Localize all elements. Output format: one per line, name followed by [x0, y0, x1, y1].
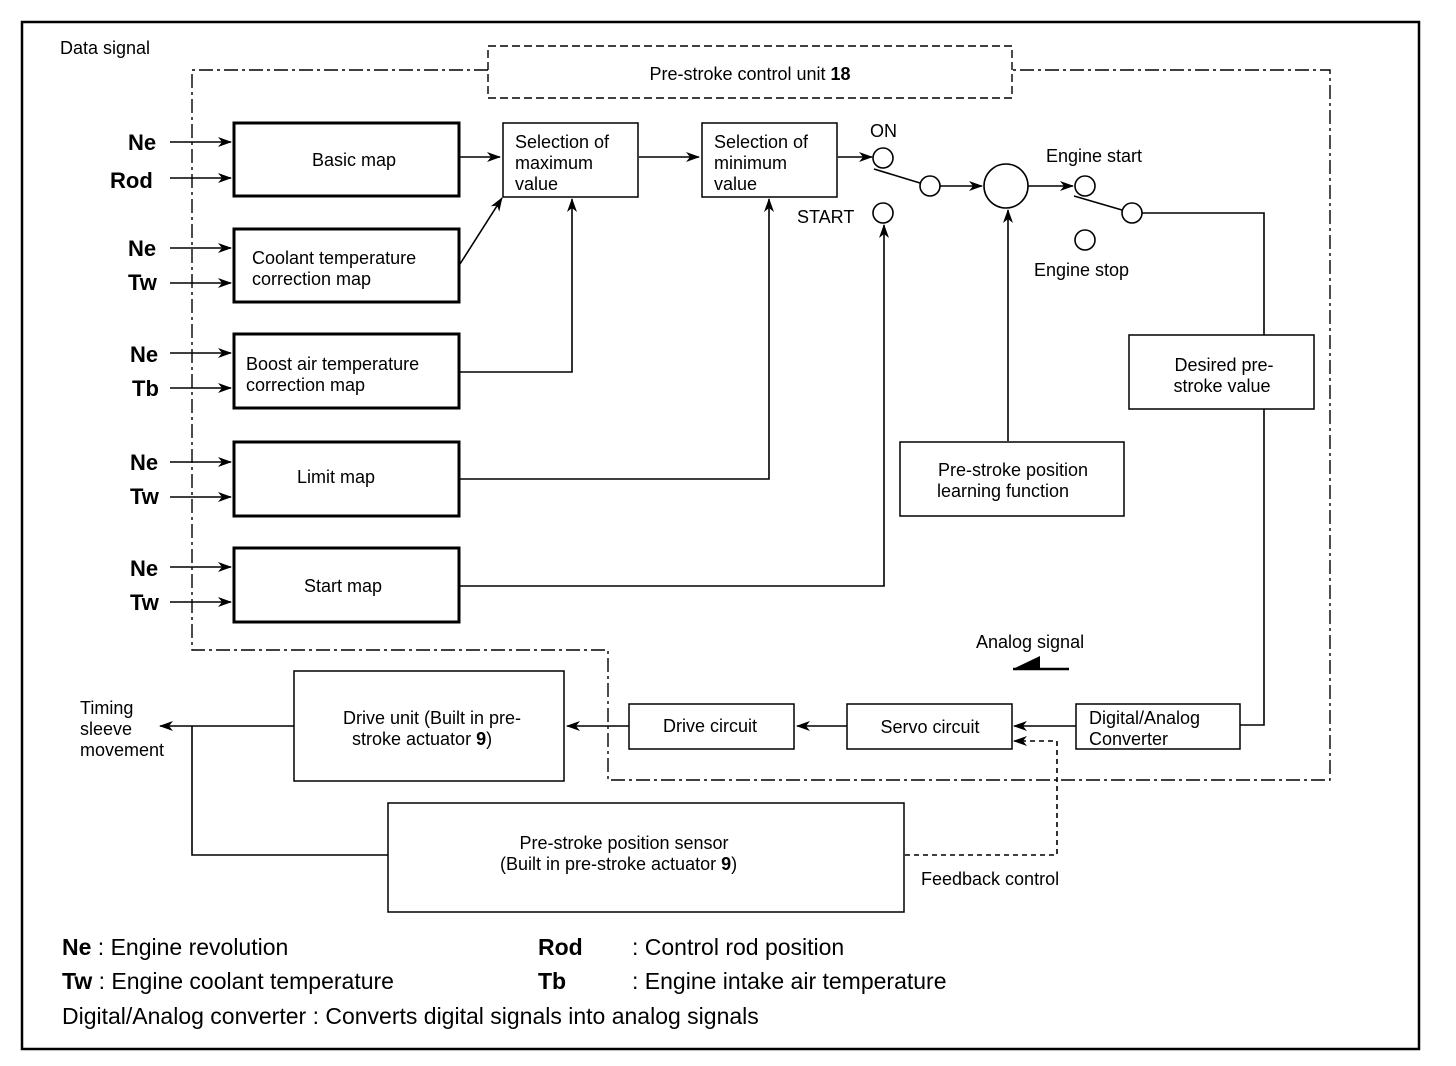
input-ne-boost: Ne: [130, 342, 158, 367]
engine-switch-blade: [1073, 195, 1123, 211]
timing-label-3: movement: [80, 740, 164, 760]
desired-value-label-1: Desired pre-: [1174, 355, 1273, 375]
limit-map-box: [232, 440, 461, 518]
min-select-label-2: minimum: [714, 153, 787, 173]
data-signal-label: Data signal: [60, 38, 150, 58]
timing-label-1: Timing: [80, 698, 133, 718]
input-tw-coolant: Tw: [128, 270, 158, 295]
coolant-map-box: [232, 227, 461, 304]
dac-label-2: Converter: [1089, 729, 1168, 749]
learning-function-label-2: learning function: [937, 481, 1069, 501]
servo-circuit-box: [846, 703, 1013, 750]
learning-function-box: [899, 441, 1125, 517]
min-select-label-3: value: [714, 174, 757, 194]
basic-map-box: [232, 121, 461, 198]
switch-blade: [873, 168, 921, 184]
legend-tw: Tw : Engine coolant temperature: [62, 968, 394, 994]
control-unit-boundary: [191, 69, 1331, 781]
coolant-map-label-1: Coolant temperature: [252, 248, 416, 268]
engine-switch-to-desired-line: [1142, 212, 1265, 335]
limit-map-label: Limit map: [297, 467, 375, 487]
input-ne-coolant: Ne: [128, 236, 156, 261]
switch-on-contact: [872, 147, 894, 169]
max-select-box: [502, 122, 639, 198]
desired-value-label-2: stroke value: [1173, 376, 1270, 396]
legend-rod-desc: : Control rod position: [632, 934, 844, 960]
max-select-label-2: maximum: [515, 153, 593, 173]
basic-map-label: Basic map: [312, 150, 396, 170]
min-select-label-1: Selection of: [714, 132, 809, 152]
sensor-label-1: Pre-stroke position sensor: [519, 833, 728, 853]
switch-start-contact: [872, 202, 894, 224]
map-connections: [459, 152, 889, 587]
dac-label-1: Digital/Analog: [1089, 708, 1200, 728]
start-map-box: [232, 546, 461, 624]
switch-on-label: ON: [870, 121, 897, 141]
input-ne-limit: Ne: [130, 450, 158, 475]
input-ne-start: Ne: [130, 556, 158, 581]
analog-signal-label: Analog signal: [976, 632, 1084, 652]
legend-tb-key: Tb: [538, 968, 566, 994]
engine-switch-pivot: [1121, 202, 1143, 224]
input-tw-limit: Tw: [130, 484, 160, 509]
max-select-label-3: value: [515, 174, 558, 194]
desired-to-dac-line: [1240, 409, 1265, 726]
boost-map-label-2: correction map: [246, 375, 365, 395]
input-tb-boost: Tb: [132, 376, 159, 401]
drive-unit-label-1: Drive unit (Built in pre-: [343, 708, 521, 728]
engine-stop-label: Engine stop: [1034, 260, 1129, 280]
drive-circuit-label: Drive circuit: [663, 716, 757, 736]
feedback-line: [905, 736, 1058, 856]
sensor-label-2: (Built in pre-stroke actuator 9): [500, 854, 737, 874]
boost-map-box: [232, 332, 461, 410]
input-tw-start: Tw: [130, 590, 160, 615]
control-unit-title-box: [487, 45, 1013, 99]
legend-tb-desc: : Engine intake air temperature: [632, 968, 947, 994]
input-arrows: [170, 137, 232, 607]
sensor-box: [387, 802, 905, 913]
boost-map-label-1: Boost air temperature: [246, 354, 419, 374]
timing-label-2: sleeve: [80, 719, 132, 739]
input-rod-basic: Rod: [110, 168, 153, 193]
legend-rod-key: Rod: [538, 934, 583, 960]
drive-circuit-box: [628, 703, 795, 750]
servo-circuit-label: Servo circuit: [880, 717, 979, 737]
outer-frame: [20, 20, 1421, 1051]
coolant-map-label-2: correction map: [252, 269, 371, 289]
engine-start-contact: [1074, 175, 1096, 197]
drive-unit-label-2: stroke actuator 9): [352, 729, 492, 749]
legend-dac: Digital/Analog converter : Converts digi…: [62, 1003, 759, 1029]
engine-start-label: Engine start: [1046, 146, 1142, 166]
analog-signal-arrow-head: [1013, 656, 1040, 669]
legend-ne: Ne : Engine revolution: [62, 934, 288, 960]
switch-pivot: [919, 175, 941, 197]
max-select-label-1: Selection of: [515, 132, 610, 152]
feedback-label: Feedback control: [921, 869, 1059, 889]
sum-junction: [983, 163, 1029, 209]
control-unit-title: Pre-stroke control unit 18: [649, 64, 850, 84]
sensor-link-line: [191, 726, 388, 856]
min-select-box: [701, 122, 838, 198]
switch-start-label: START: [797, 207, 854, 227]
start-map-label: Start map: [304, 576, 382, 596]
learning-function-label-1: Pre-stroke position: [938, 460, 1088, 480]
engine-stop-contact: [1074, 229, 1096, 251]
desired-value-box: [1128, 334, 1315, 410]
input-ne-basic: Ne: [128, 130, 156, 155]
drive-unit-box: [293, 670, 565, 782]
